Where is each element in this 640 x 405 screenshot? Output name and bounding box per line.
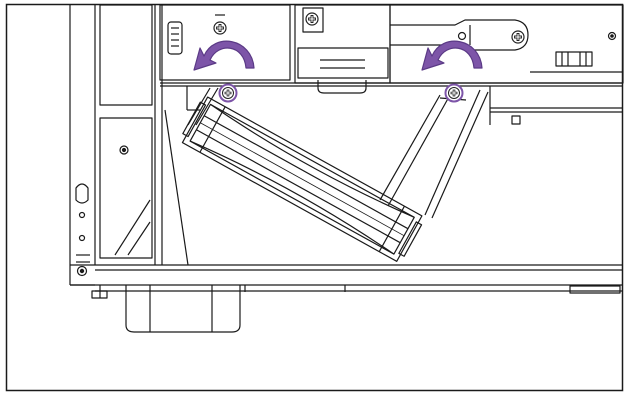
fan-module [181, 96, 423, 262]
left-side-panel [99, 4, 163, 265]
support-foot [125, 285, 241, 333]
right-rotation-arrow-icon [421, 40, 483, 71]
fan-support-struts [164, 87, 489, 266]
bracket-screw-center [305, 12, 319, 26]
bracket-screw-right [511, 30, 525, 44]
base-rail [70, 264, 623, 299]
figure-border [5, 3, 624, 392]
bracket-screw-left [213, 21, 227, 35]
chassis-left-wall [69, 5, 96, 286]
top-left-bracket [159, 4, 291, 81]
left-rotation-arrow-icon [193, 40, 255, 71]
right-screw-icon [444, 83, 464, 103]
left-screw-icon [218, 83, 238, 103]
upper-rail [160, 82, 623, 125]
